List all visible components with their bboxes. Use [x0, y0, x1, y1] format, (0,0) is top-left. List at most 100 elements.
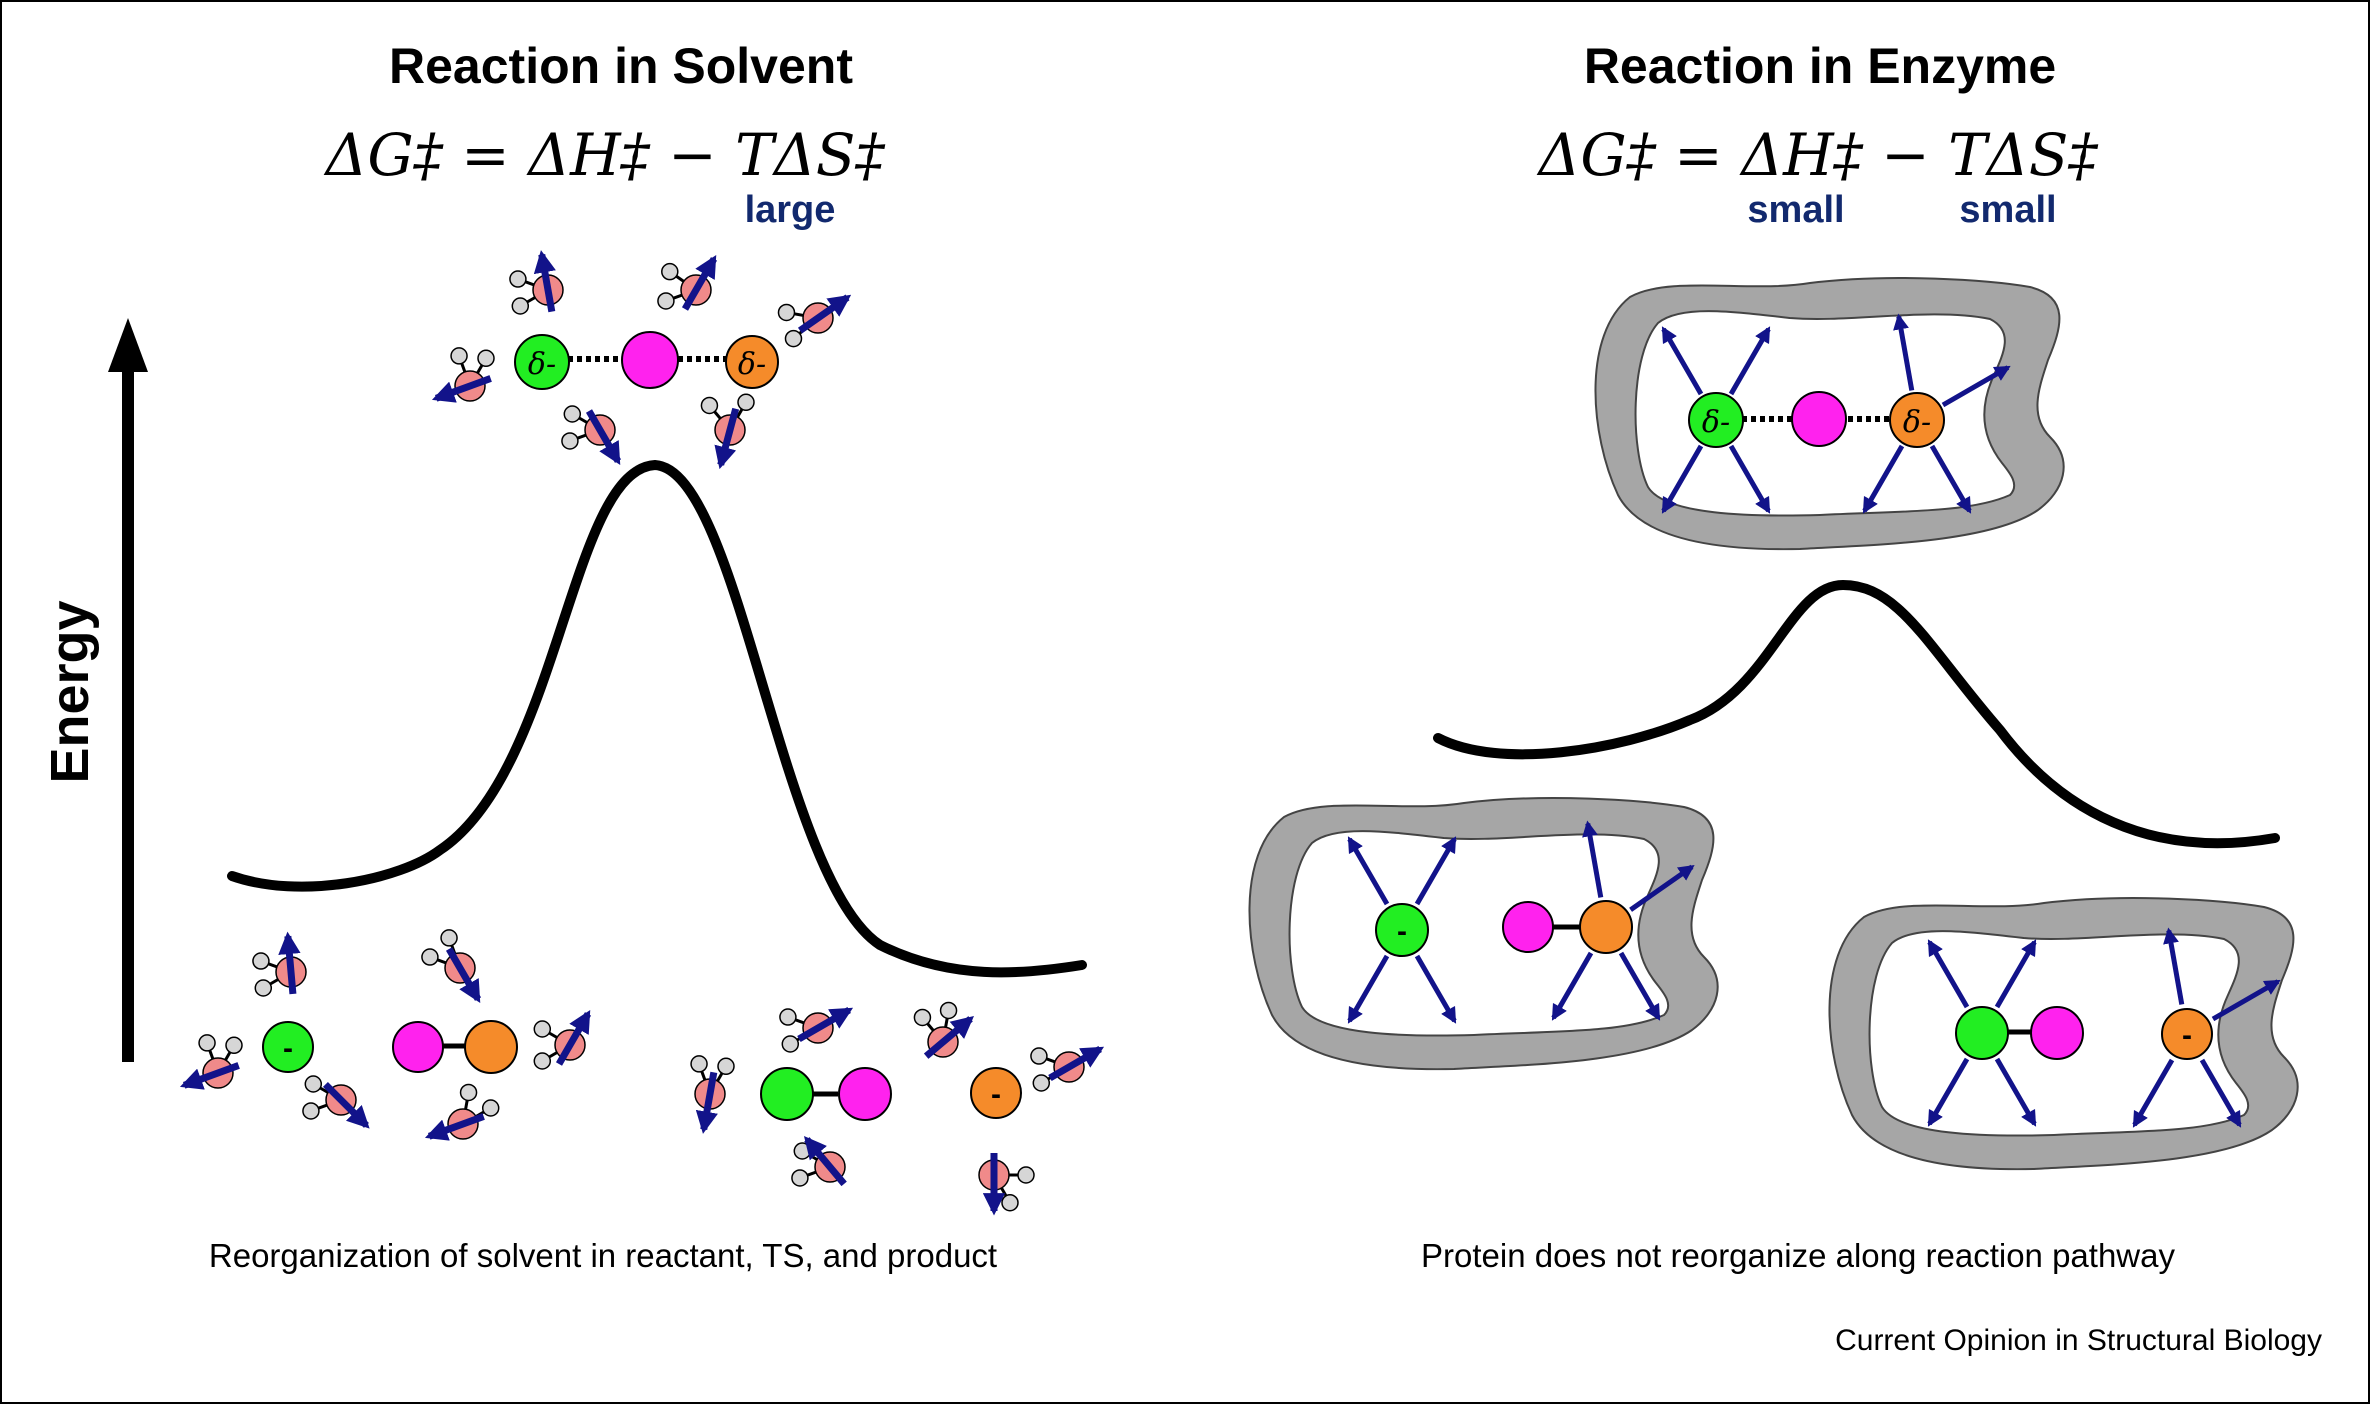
enzyme-dipole-arrow [1629, 864, 1695, 912]
left-panel: Reaction in Solvent ΔG‡ = ΔH‡ − TΔS‡ lar… [40, 38, 1105, 1274]
water-hydrogen [304, 1075, 323, 1093]
enzyme-pocket-reactant [1248, 797, 1719, 1071]
water-molecule [431, 347, 495, 403]
energy-axis-arrowhead [108, 318, 148, 372]
water-molecule [777, 294, 852, 348]
enzyme-dipole-arrow [1994, 1057, 2037, 1127]
journal-credit: Current Opinion in Structural Biology [1835, 1324, 2322, 1357]
enzyme-ts-central-atom [1791, 391, 1847, 447]
enzyme-reactant-central-atom [1502, 901, 1554, 953]
dipole-arrow [585, 409, 622, 466]
water-hydrogen [939, 1001, 958, 1020]
water-molecule [561, 405, 622, 466]
dipole-arrow [923, 1015, 975, 1059]
enzyme-dipole-arrow [1551, 951, 1594, 1021]
water-hydrogen [1017, 1166, 1035, 1184]
enzyme-ts-nucleophile [1688, 392, 1744, 448]
enzyme-ts-label-nucleophile: δ- [1702, 405, 1730, 440]
reactant-leaving-group [464, 1020, 518, 1074]
water-molecule [252, 931, 307, 997]
dipole-arrow [681, 254, 718, 311]
enzyme-dipole-arrow [1347, 836, 1390, 906]
enzyme-ts-leaving-group [1889, 392, 1945, 448]
water-hydrogen [700, 396, 719, 415]
product-nucleophile [760, 1067, 814, 1121]
water-hydrogen [533, 1052, 552, 1070]
water-hydrogen [509, 270, 527, 288]
dipole-arrow [179, 1062, 240, 1090]
right-transition-state: δ- δ- [1688, 391, 1945, 448]
water-hydrogen [561, 432, 579, 450]
water-hydrogen [198, 1034, 216, 1052]
water-hydrogen [225, 1036, 243, 1055]
enzyme-dipole-arrow [1927, 1057, 1970, 1127]
water-molecule [1030, 1045, 1105, 1092]
product-charge-label: - [991, 1078, 1001, 1111]
water-molecule [978, 1153, 1035, 1216]
enzyme-dipole-arrow [1414, 954, 1457, 1024]
water-hydrogen [302, 1102, 320, 1120]
left-energy-profile [227, 459, 1087, 978]
enzyme-dipole-arrow [1862, 444, 1905, 514]
dipole-arrow [555, 1009, 592, 1066]
enzyme-dipole-arrow [1893, 313, 1915, 391]
reactant-charge-label: - [283, 1032, 293, 1065]
enzyme-dipole-arrow [1661, 444, 1704, 514]
left-product: - [760, 1067, 1022, 1121]
water-hydrogen [459, 1083, 478, 1102]
dipole-arrow [797, 294, 852, 334]
left-transition-state: δ- δ- [514, 331, 779, 390]
dipole-arrow [1048, 1045, 1105, 1082]
water-molecule [791, 1135, 847, 1187]
enzyme-dipole-arrow [2199, 1058, 2242, 1128]
water-molecule [913, 1001, 975, 1059]
enzyme-dipole-arrow [1728, 444, 1771, 514]
left-caption: Reorganization of solvent in reactant, T… [209, 1237, 997, 1274]
right-panel-equation: ΔG‡ = ΔH‡ − TΔS‡ [1537, 121, 2099, 189]
enzyme-pocket-transition-state [1594, 277, 2065, 551]
enzyme-product-central-atom [2030, 1006, 2084, 1060]
water-hydrogen [661, 262, 679, 281]
right-energy-profile [1433, 579, 2280, 849]
enzyme-dipole-arrow [2163, 927, 2185, 1005]
water-molecule [302, 1075, 370, 1129]
water-molecule [179, 1034, 243, 1090]
product-leaving-group [970, 1067, 1022, 1119]
dipole-arrow [803, 1135, 847, 1187]
water-hydrogen [913, 1008, 932, 1027]
water-hydrogen [781, 1035, 800, 1053]
solvent-waters [179, 250, 1105, 1216]
enzyme-product-charge-label: - [2182, 1019, 2192, 1052]
water-hydrogen [717, 1057, 735, 1076]
enzyme-dipole-arrow [2132, 1058, 2175, 1128]
dipole-arrow [322, 1081, 370, 1129]
right-panel-title: Reaction in Enzyme [1584, 38, 2056, 94]
water-molecule [700, 393, 755, 470]
right-enthalpy-note: small [1747, 189, 1844, 231]
water-hydrogen [533, 1020, 552, 1038]
water-molecule [690, 1055, 735, 1134]
right-product: - [1955, 1006, 2213, 1060]
dipole-arrow [695, 1071, 718, 1134]
water-hydrogen [777, 303, 796, 322]
enzyme-ts-label-leaving-group: δ- [1903, 405, 1931, 440]
enzyme-product-leaving-group [2161, 1008, 2213, 1060]
enzyme-reactant-nucleophile [1375, 903, 1429, 957]
water-hydrogen [563, 405, 582, 423]
left-entropy-note: large [745, 189, 836, 231]
water-molecule [424, 1083, 500, 1141]
enzyme-dipole-arrow [1927, 939, 1970, 1009]
water-hydrogen [481, 1099, 500, 1117]
water-hydrogen [1032, 1074, 1051, 1092]
enzyme-reactant-leaving-group [1579, 900, 1633, 954]
enzyme-dipole-arrow [1347, 954, 1390, 1024]
enzyme-dipole-arrow [1929, 444, 1972, 514]
dipole-arrow [278, 931, 301, 995]
nucleophile-atom [514, 334, 570, 390]
leaving-group-atom [725, 335, 779, 389]
enzyme-dipole-arrow [1582, 820, 1604, 898]
central-atom [621, 331, 679, 389]
enzyme-dipole-arrow [1414, 836, 1457, 906]
energy-axis: Energy [40, 318, 148, 1062]
